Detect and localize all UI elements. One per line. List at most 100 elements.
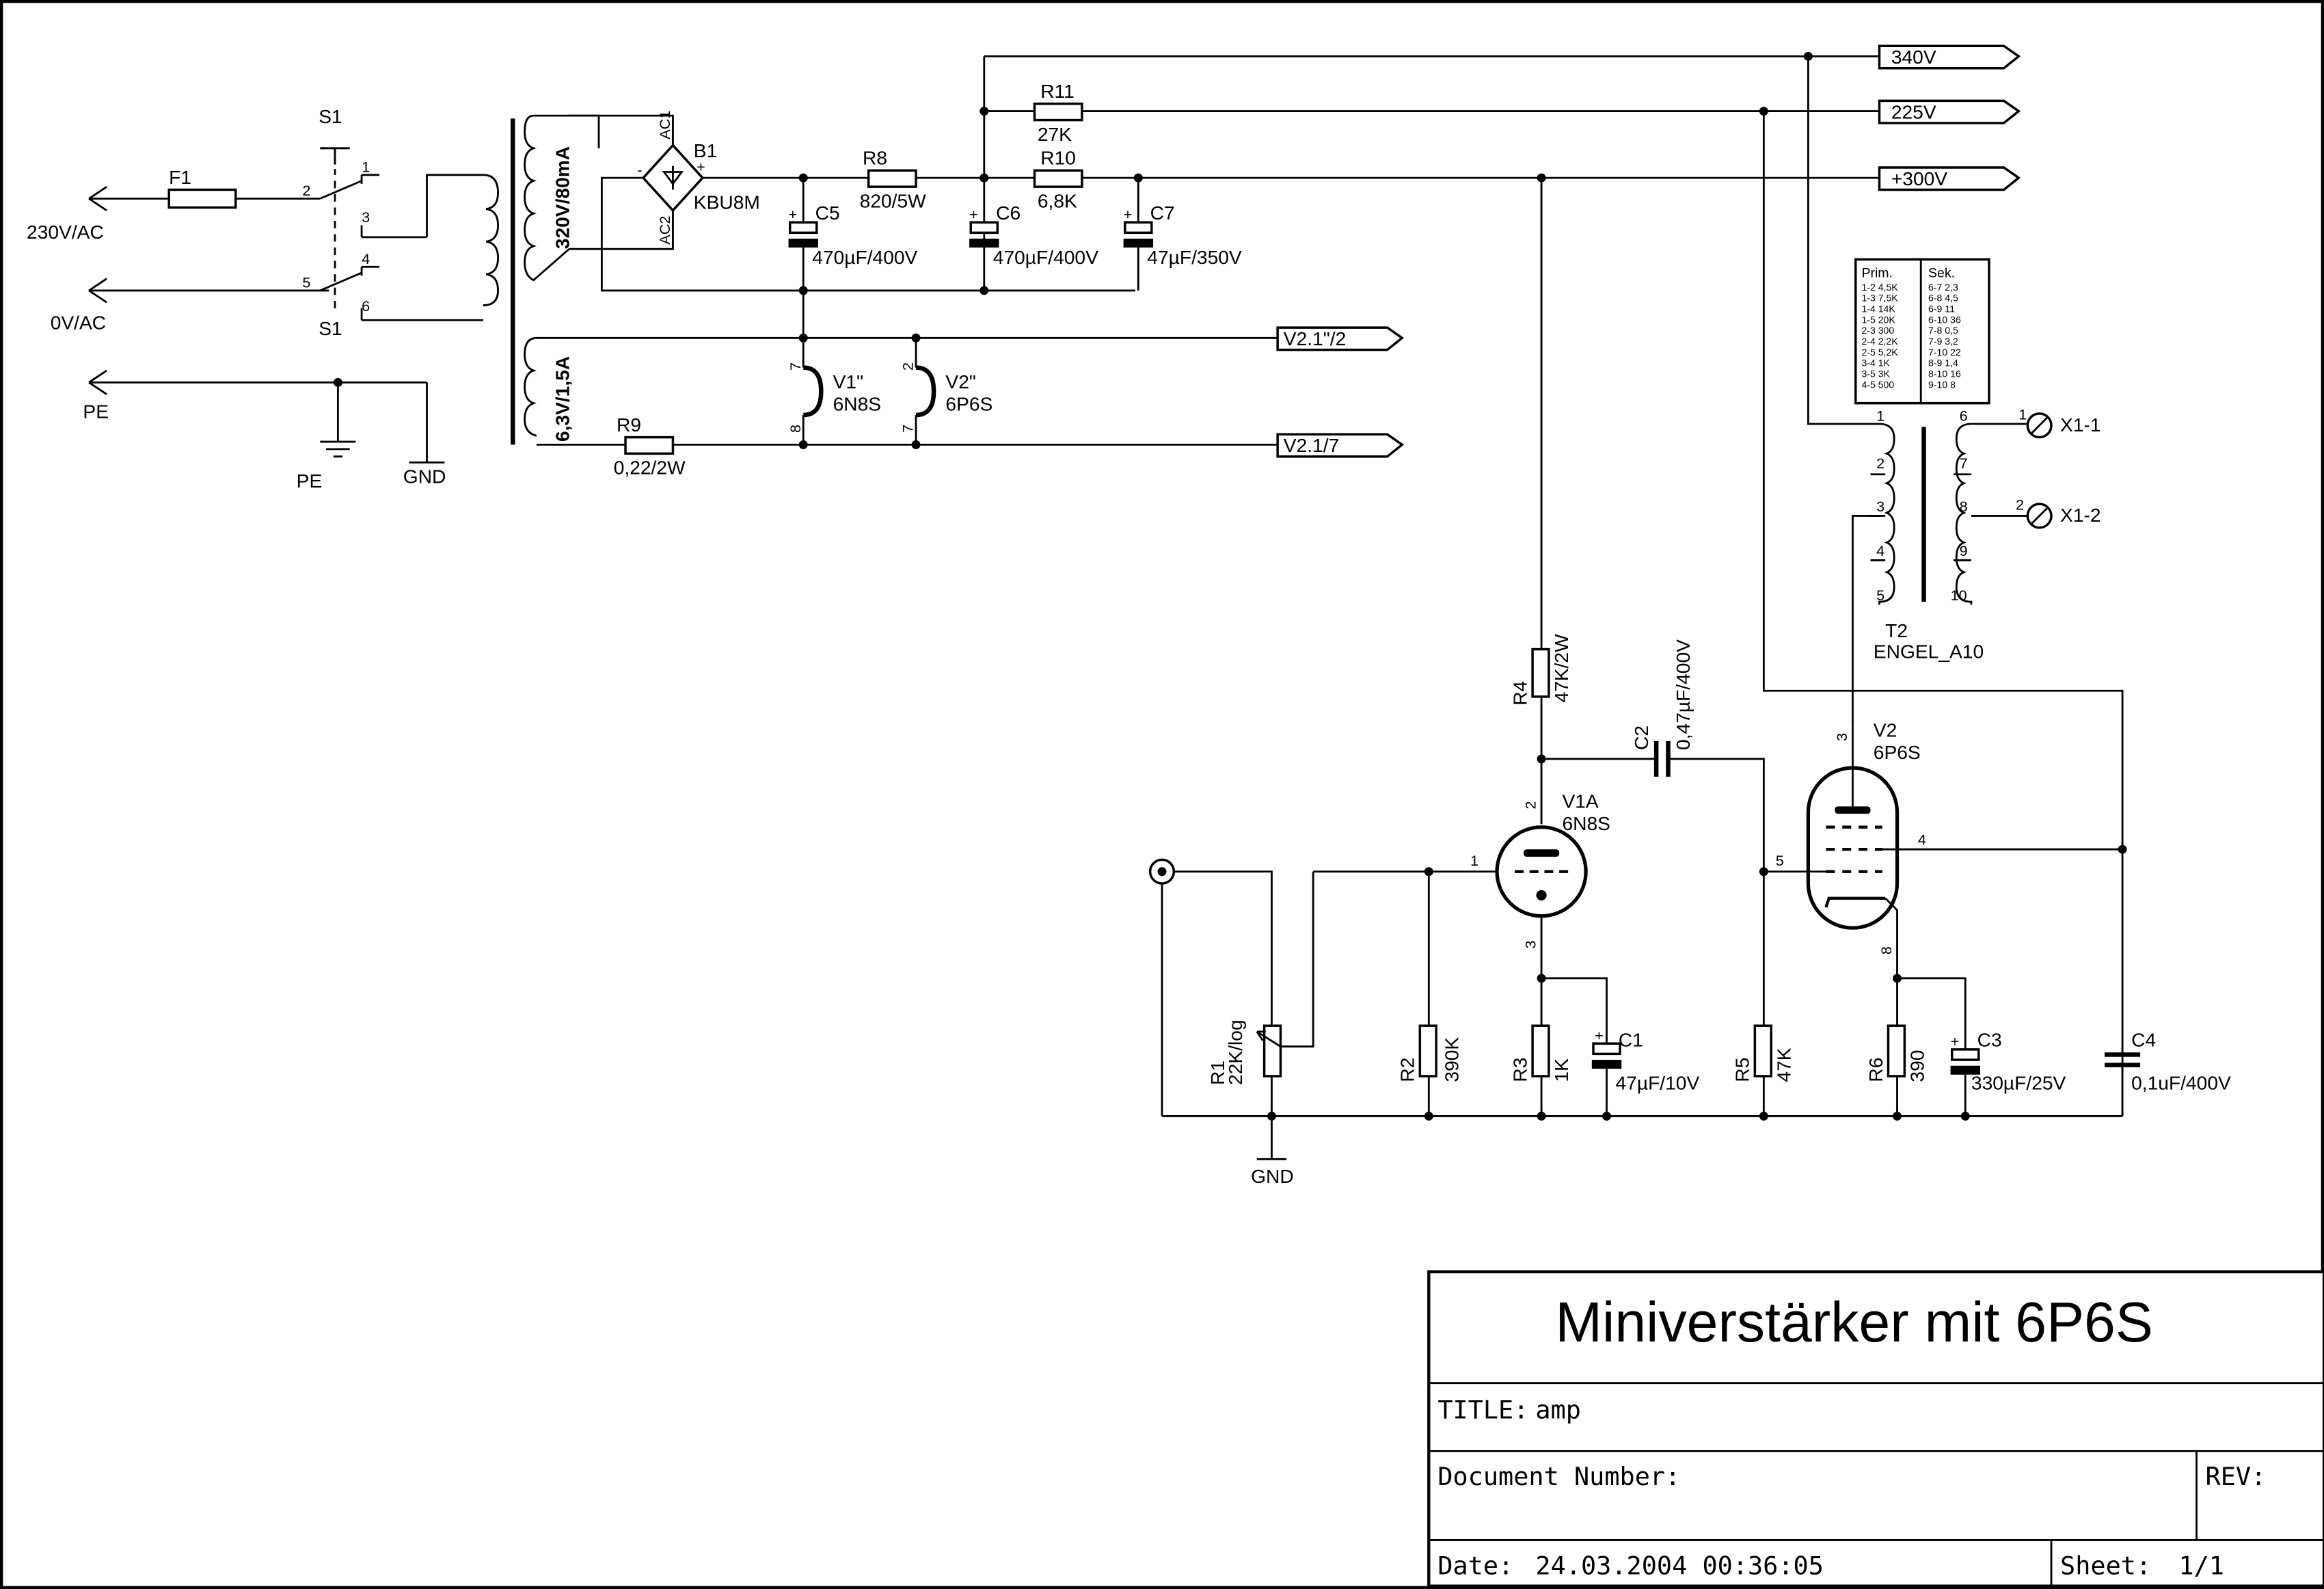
t2-table-row: 6-10 36 xyxy=(1928,314,1961,325)
svg-text:C2: C2 xyxy=(1630,725,1652,750)
t2-table-row: 1-5 20K xyxy=(1861,314,1895,325)
svg-text:5: 5 xyxy=(302,274,310,291)
svg-text:1: 1 xyxy=(1470,852,1478,869)
wiper-arrow-icon xyxy=(1256,871,1314,1047)
svg-text:3: 3 xyxy=(1522,940,1539,948)
t2-table-row: 6-9 11 xyxy=(1928,304,1955,315)
svg-text:9: 9 xyxy=(1960,542,1968,559)
t2-table-row: 2-4 2,2K xyxy=(1861,336,1898,347)
svg-text:X1-1: X1-1 xyxy=(2060,414,2101,436)
svg-text:Sheet:: Sheet: xyxy=(2060,1551,2151,1580)
label-pe: PE xyxy=(83,400,109,422)
t2-table-row: 3-5 3K xyxy=(1861,369,1890,379)
pe-symbol-label: PE xyxy=(297,470,323,492)
svg-text:C3: C3 xyxy=(1977,1029,2002,1051)
svg-text:Prim.: Prim. xyxy=(1861,265,1893,280)
svg-text:R11: R11 xyxy=(1040,80,1075,102)
net-label-225v[interactable]: 225V xyxy=(1878,99,2021,124)
svg-text:V2: V2 xyxy=(1874,719,1897,740)
svg-text:8: 8 xyxy=(787,425,804,433)
svg-text:6P6S: 6P6S xyxy=(1874,741,1921,763)
svg-text:V2": V2" xyxy=(945,371,975,392)
svg-text:330µF/25V: 330µF/25V xyxy=(1971,1071,2066,1093)
t2-table-row: 1-2 4,5K xyxy=(1861,282,1898,293)
svg-text:+: + xyxy=(1124,206,1133,223)
svg-text:6P6S: 6P6S xyxy=(945,393,992,415)
t2-table-row: 1-4 14K xyxy=(1861,304,1895,315)
svg-text:C1: C1 xyxy=(1619,1029,1643,1051)
switch-ref-bottom: S1 xyxy=(319,317,342,339)
arrow-0v-icon xyxy=(88,278,329,304)
svg-text:7: 7 xyxy=(900,425,917,433)
net-label-heater-b[interactable]: V2.1/7 xyxy=(1276,433,1405,458)
svg-text:TITLE:: TITLE: xyxy=(1437,1396,1528,1425)
title-block: Miniverstärker mit 6P6S TITLE: amp Docum… xyxy=(1427,1270,2324,1588)
svg-text:V1": V1" xyxy=(833,371,863,392)
svg-text:2: 2 xyxy=(900,362,917,371)
heater-V1: 7 8 V1" 6N8S xyxy=(787,338,881,445)
t2-table-row: 7-9 3,2 xyxy=(1928,336,1958,347)
terminal-X1-1[interactable]: 1 X1-1 xyxy=(2018,406,2101,439)
svg-text:C5: C5 xyxy=(815,202,840,224)
svg-text:6N8S: 6N8S xyxy=(1562,812,1610,834)
capacitor-C2: C2 0,47µF/400V xyxy=(1630,639,1694,777)
gnd-symbol-label: GND xyxy=(403,466,446,488)
t2-table-row: 2-3 300 xyxy=(1861,325,1894,336)
svg-text:2: 2 xyxy=(1876,455,1884,472)
svg-text:C7: C7 xyxy=(1150,202,1175,224)
svg-text:10: 10 xyxy=(1951,587,1967,604)
svg-text:R9: R9 xyxy=(617,414,641,436)
rectifier-ref: B1 xyxy=(694,139,717,161)
resistor-R8 xyxy=(867,169,917,188)
svg-text:5: 5 xyxy=(1876,587,1884,604)
potentiometer-R1[interactable] xyxy=(1262,1024,1282,1078)
heater-V2: 2 7 V2" 6P6S xyxy=(900,338,992,445)
t2-table-row: 9-10 8 xyxy=(1928,379,1956,390)
svg-text:2: 2 xyxy=(302,182,310,199)
svg-text:+: + xyxy=(1951,1033,1960,1050)
t2-table-row: 8-9 1,4 xyxy=(1928,358,1958,369)
net-label-300v[interactable]: +300V xyxy=(1878,166,2021,191)
svg-text:REV:: REV: xyxy=(2206,1462,2267,1491)
net-label-heater-a[interactable]: V2.1"/2 xyxy=(1276,326,1405,351)
capacitor-C7: + C7 47µF/350V xyxy=(1123,178,1242,291)
svg-text:0,47µF/400V: 0,47µF/400V xyxy=(1672,639,1694,750)
net-label-340v[interactable]: 340V xyxy=(1878,44,2021,70)
switch-contact-2[interactable] xyxy=(319,265,380,292)
svg-text:1: 1 xyxy=(2018,406,2027,423)
svg-text:7: 7 xyxy=(787,362,804,371)
svg-text:Date:: Date: xyxy=(1437,1551,1513,1580)
t2-table-row: 4-5 500 xyxy=(1861,379,1894,390)
svg-text:4: 4 xyxy=(362,250,370,267)
t2-table-row: 2-5 5,2K xyxy=(1861,347,1898,358)
svg-text:C4: C4 xyxy=(2131,1029,2156,1051)
terminal-X1-2[interactable]: 2 X1-2 xyxy=(2016,496,2101,529)
arrow-pe-icon xyxy=(88,369,427,395)
capacitor-C4: C4 0,1uF/400V xyxy=(2105,1029,2231,1093)
rectifier-B1: AC1 AC2 - + B1 KBU8M xyxy=(569,111,1135,292)
svg-text:R1: R1 xyxy=(1206,1060,1228,1085)
resistor-R11 xyxy=(1033,103,1083,122)
svg-text:0,22/2W: 0,22/2W xyxy=(614,457,686,479)
svg-text:+: + xyxy=(1595,1027,1604,1044)
svg-text:820/5W: 820/5W xyxy=(860,190,927,212)
t2-table-row: 3-4 1K xyxy=(1861,358,1890,369)
svg-text:0,1uF/400V: 0,1uF/400V xyxy=(2131,1071,2231,1093)
switch-ref-top: S1 xyxy=(319,105,342,127)
svg-text:V2.1"/2: V2.1"/2 xyxy=(1284,328,1346,349)
input-jack[interactable] xyxy=(1148,858,1176,885)
t2-table-row: 8-10 16 xyxy=(1928,369,1961,379)
svg-text:1K: 1K xyxy=(1550,1058,1572,1082)
switch-contact-1[interactable] xyxy=(319,174,380,200)
capacitor-C5: + C5 470µF/400V xyxy=(788,178,918,291)
capacitor-C3: + C3 330µF/25V xyxy=(1950,1029,2066,1093)
mains-input: 230V/AC 0V/AC PE F1 S1 S1 2 1 3 4 5 6 PE… xyxy=(27,105,499,492)
resistor-R10 xyxy=(1033,169,1083,188)
svg-text:X1-2: X1-2 xyxy=(2060,504,2101,526)
svg-text:+: + xyxy=(697,158,705,175)
svg-text:+300V: +300V xyxy=(1891,168,1947,189)
svg-text:7: 7 xyxy=(1960,455,1968,472)
svg-text:47µF/10V: 47µF/10V xyxy=(1616,1071,1700,1093)
